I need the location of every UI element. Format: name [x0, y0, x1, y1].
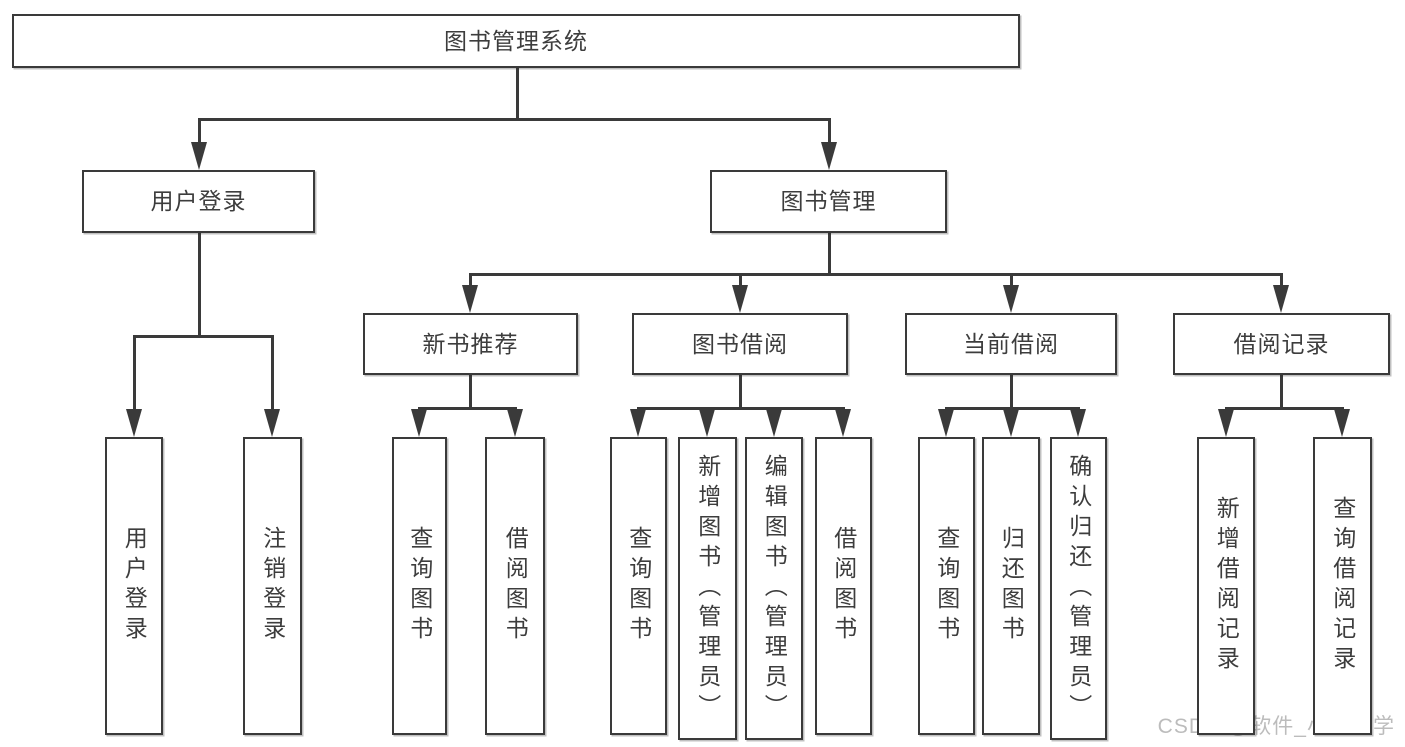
node-label-cb-return-book: 归还图书 — [998, 526, 1025, 646]
connector-drop-line — [739, 273, 742, 289]
arrow-down-icon — [1003, 409, 1019, 437]
node-label-user-login: 用户登录 — [150, 188, 247, 215]
connector-trunk-line — [828, 233, 831, 275]
arrow-down-icon — [699, 409, 715, 437]
node-label-nb-borrow-book: 借阅图书 — [502, 526, 529, 646]
node-label-cb-query-book: 查询图书 — [933, 526, 960, 646]
arrow-down-icon — [835, 409, 851, 437]
arrow-down-icon — [766, 409, 782, 437]
connector-branch-bar — [1225, 407, 1344, 410]
arrow-down-icon — [630, 409, 646, 437]
connector-drop-line — [469, 273, 472, 289]
node-label-root: 图书管理系统 — [444, 27, 588, 54]
arrow-down-icon — [1218, 409, 1234, 437]
node-br-query-record: 查询借阅记录 — [1313, 437, 1372, 735]
node-nb-query-book: 查询图书 — [392, 437, 447, 735]
node-root: 图书管理系统 — [12, 14, 1020, 68]
connector-trunk-line — [1280, 375, 1283, 409]
node-label-login: 用户登录 — [121, 526, 148, 646]
node-br-add-record: 新增借阅记录 — [1197, 437, 1255, 735]
arrow-down-icon — [1334, 409, 1350, 437]
node-logout: 注销登录 — [243, 437, 302, 735]
arrow-down-icon — [821, 142, 837, 170]
node-borrow-record: 借阅记录 — [1173, 313, 1390, 375]
arrow-down-icon — [1273, 285, 1289, 313]
node-label-current-borrow: 当前借阅 — [963, 330, 1059, 357]
node-login: 用户登录 — [105, 437, 163, 735]
node-bb-edit-book-admin: 编辑图书（管理员） — [745, 437, 803, 740]
node-book-management: 图书管理 — [710, 170, 947, 233]
node-bb-query-book: 查询图书 — [610, 437, 667, 735]
connector-branch-bar — [945, 407, 1080, 410]
node-label-book-borrow: 图书借阅 — [692, 330, 788, 357]
arrow-down-icon — [507, 409, 523, 437]
node-bb-borrow-book: 借阅图书 — [815, 437, 872, 735]
node-label-nb-query-book: 查询图书 — [406, 526, 433, 646]
node-label-logout: 注销登录 — [259, 526, 286, 646]
connector-drop-line — [1280, 273, 1283, 289]
connector-trunk-line — [1010, 375, 1013, 409]
connector-drop-line — [198, 118, 201, 146]
node-label-borrow-record: 借阅记录 — [1233, 330, 1330, 357]
node-nb-borrow-book: 借阅图书 — [485, 437, 545, 735]
arrow-down-icon — [732, 285, 748, 313]
connector-branch-bar — [637, 407, 845, 410]
connector-drop-line — [1010, 273, 1013, 289]
arrow-down-icon — [938, 409, 954, 437]
node-label-bb-query-book: 查询图书 — [625, 526, 652, 646]
node-cb-confirm-return-admin: 确认归还（管理员） — [1050, 437, 1107, 740]
connector-branch-bar — [418, 407, 517, 410]
node-label-br-add-record: 新增借阅记录 — [1213, 496, 1240, 676]
node-current-borrow: 当前借阅 — [905, 313, 1117, 375]
node-label-bb-borrow-book: 借阅图书 — [830, 526, 857, 646]
node-label-new-book-recommend: 新书推荐 — [422, 330, 519, 357]
node-label-book-management: 图书管理 — [780, 188, 877, 215]
node-cb-query-book: 查询图书 — [918, 437, 975, 735]
connector-drop-line — [828, 118, 831, 146]
arrow-down-icon — [126, 409, 142, 437]
node-bb-add-book-admin: 新增图书（管理员） — [678, 437, 737, 740]
connector-trunk-line — [198, 233, 201, 337]
node-cb-return-book: 归还图书 — [982, 437, 1040, 735]
connector-trunk-line — [739, 375, 742, 409]
connector-trunk-line — [469, 375, 472, 409]
node-label-br-query-record: 查询借阅记录 — [1329, 496, 1356, 676]
connector-branch-bar — [133, 335, 274, 338]
connector-branch-bar — [469, 273, 1283, 276]
arrow-down-icon — [264, 409, 280, 437]
node-label-bb-add-book-admin: 新增图书（管理员） — [694, 453, 721, 724]
node-user-login: 用户登录 — [82, 170, 315, 233]
connector-trunk-line — [516, 68, 519, 120]
arrow-down-icon — [1003, 285, 1019, 313]
node-book-borrow: 图书借阅 — [632, 313, 848, 375]
node-label-bb-edit-book-admin: 编辑图书（管理员） — [761, 453, 788, 724]
arrow-down-icon — [1070, 409, 1086, 437]
connector-drop-line — [133, 335, 136, 413]
node-new-book-recommend: 新书推荐 — [363, 313, 578, 375]
arrow-down-icon — [191, 142, 207, 170]
arrow-down-icon — [462, 285, 478, 313]
connector-branch-bar — [198, 118, 831, 121]
arrow-down-icon — [411, 409, 427, 437]
connector-drop-line — [271, 335, 274, 413]
node-label-cb-confirm-return-admin: 确认归还（管理员） — [1065, 453, 1092, 724]
